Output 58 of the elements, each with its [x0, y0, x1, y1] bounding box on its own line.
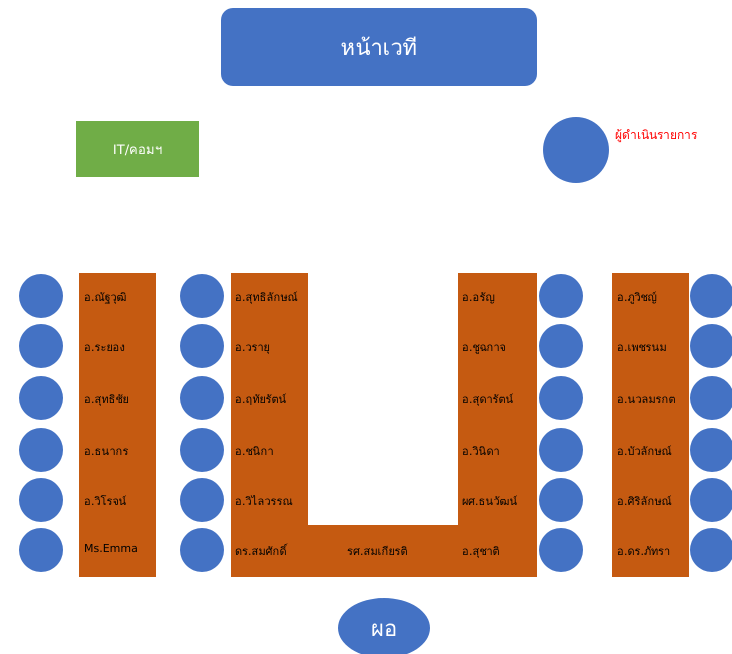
seat-name: อ.ระยอง [84, 340, 124, 356]
seat-name: ดร.สมศักดิ์ [235, 542, 286, 560]
seat-circle [180, 478, 224, 522]
seat-circle [180, 528, 224, 572]
seat-circle [539, 324, 583, 368]
role-label: ผู้ดำเนินรายการ [615, 127, 697, 144]
table [612, 273, 689, 577]
seat-name: รศ.สมเกียรติ [347, 544, 408, 560]
seat-name: อ.สุชาติ [462, 544, 500, 560]
seat-name: อ.บัวลักษณ์ [617, 444, 672, 460]
seat-circle [690, 428, 732, 472]
seat-name: อ.สุทธิชัย [84, 392, 128, 408]
seat-name: อ.ชนิกา [235, 444, 274, 460]
seat-name: อ.วินิดา [462, 444, 500, 460]
seat-circle [19, 376, 63, 420]
seat-circle [19, 274, 63, 318]
seat-circle [539, 274, 583, 318]
seat-circle [690, 528, 732, 572]
seat-name: อ.นวลมรกต [617, 392, 676, 408]
seat-name: Ms.Emma [84, 542, 138, 555]
seat-circle [19, 528, 63, 572]
table [79, 273, 156, 577]
seat-label: IT/คอมฯ [112, 142, 162, 160]
seat-label: ผอ [371, 616, 397, 644]
seat-name: อ.สุดารัตน์ [462, 392, 514, 408]
seat-circle [19, 478, 63, 522]
seat-name: อ.วิไลวรรณ [235, 494, 292, 510]
seat-circle [690, 478, 732, 522]
seat-name: อ.ภูวิชญ์ [617, 290, 656, 306]
seat-name: อ.ธนากร [84, 444, 128, 460]
seat-circle [690, 376, 732, 420]
seat-circle [180, 428, 224, 472]
seat-circle [539, 428, 583, 472]
seat-name: อ.ศิริลักษณ์ [617, 494, 672, 510]
seat-circle [19, 324, 63, 368]
it-desk [76, 121, 199, 177]
seat-circle [19, 428, 63, 472]
seat-name: อ.ณัฐวุฒิ [84, 290, 126, 306]
seat-name: ผศ.ธนวัฒน์ [462, 494, 518, 510]
seat-circle [690, 274, 732, 318]
seat-name: อ.ชูฉกาจ [462, 340, 506, 356]
seat-name: อ.สุทธิลักษณ์ [235, 290, 298, 306]
seat-name: อ.ฤทัยรัตน์ [235, 392, 286, 408]
u-shaped-table [231, 273, 537, 577]
seat-label: หน้าเวที [340, 34, 418, 62]
seat-circle [180, 324, 224, 368]
seat-circle [539, 478, 583, 522]
seat-name: อ.อรัญ [462, 290, 494, 306]
seat-name: อ.วิโรจน์ [84, 494, 126, 510]
seat-name: อ.ดร.ภัทรา [617, 544, 670, 560]
seat-circle [539, 376, 583, 420]
seat-name: อ.เพชรนม [617, 340, 666, 356]
seat-name: อ.วรายุ [235, 340, 270, 356]
seat-circle [539, 528, 583, 572]
seat-circle [180, 274, 224, 318]
stage-box [221, 8, 537, 86]
seat-circle [180, 376, 224, 420]
seat-circle [690, 324, 732, 368]
